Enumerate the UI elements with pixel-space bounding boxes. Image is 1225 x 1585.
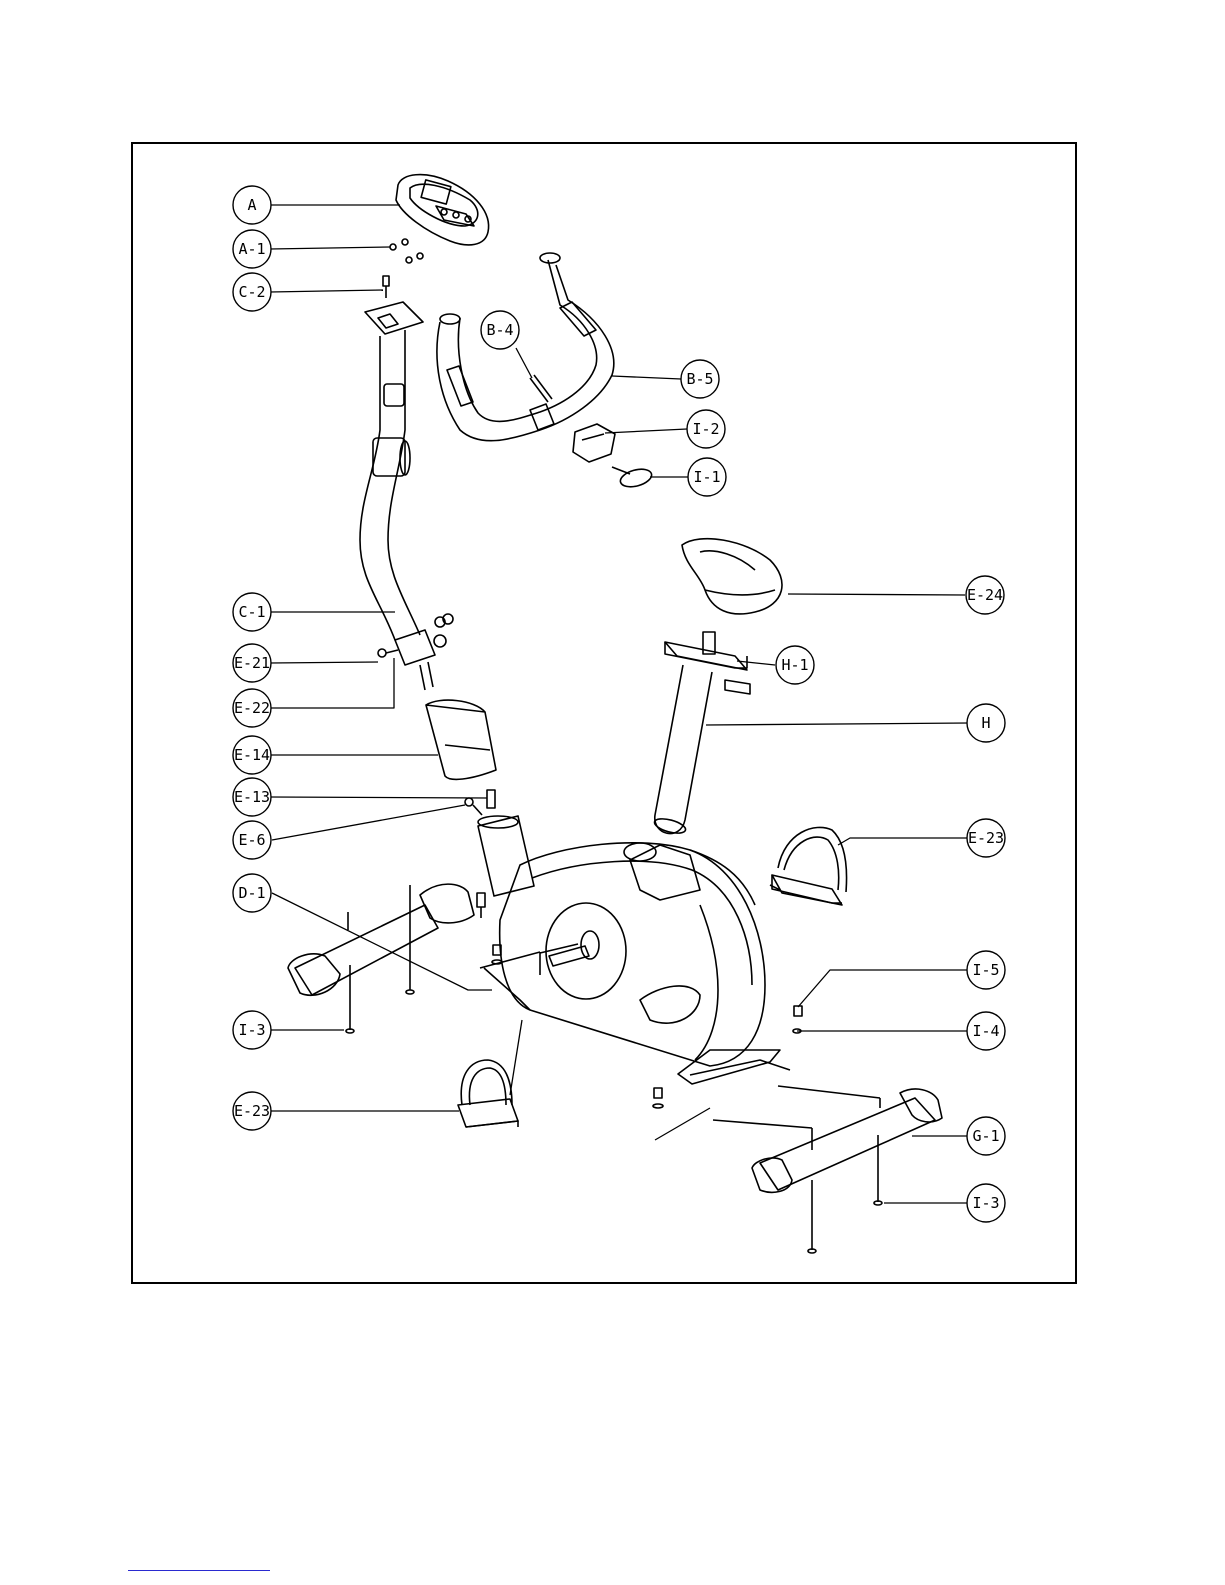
callout-e-24: E-24 — [966, 576, 1004, 614]
callout-label: I-5 — [972, 961, 999, 979]
mast-cover-part — [426, 700, 496, 779]
callout-label: E-6 — [238, 831, 265, 849]
callout-label: E-21 — [234, 654, 270, 672]
handlebar-part — [437, 253, 614, 441]
callout-g-1: G-1 — [967, 1117, 1005, 1155]
seat-post-part — [653, 632, 750, 836]
callout-e-23-left: E-23 — [233, 1092, 271, 1130]
console-part — [396, 175, 489, 245]
callout-label: E-23 — [968, 829, 1004, 847]
callout-i-4: I-4 — [967, 1012, 1005, 1050]
callout-label: C-1 — [238, 603, 265, 621]
callout-e-21: E-21 — [233, 644, 271, 682]
handlebar-knob — [612, 466, 654, 490]
tension-bolts — [465, 790, 495, 815]
callout-c-2: C-2 — [233, 273, 271, 311]
callout-label: E-13 — [234, 788, 270, 806]
callout-label: E-23 — [234, 1102, 270, 1120]
console-mast-part — [360, 302, 435, 690]
callout-e-22: E-22 — [233, 689, 271, 727]
callout-bubbles: A A-1C-2B-4B-5I-2I-1E-24C-1E-21 H-1E-22H E-… — [233, 186, 1005, 1222]
callout-label: C-2 — [238, 283, 265, 301]
rear-stabilizer-part — [713, 1086, 942, 1253]
callout-i-1: I-1 — [688, 458, 726, 496]
callout-i-5: I-5 — [967, 951, 1005, 989]
callout-h: H — [967, 704, 1005, 742]
callout-label: I-4 — [972, 1022, 999, 1040]
callout-label: I-3 — [972, 1194, 999, 1212]
footer-link-underline — [128, 1570, 270, 1571]
callout-i-3-right: I-3 — [967, 1184, 1005, 1222]
callout-label: I-3 — [238, 1021, 265, 1039]
main-frame-part — [478, 816, 790, 1084]
callout-label: I-1 — [693, 468, 720, 486]
callout-e-13: E-13 — [233, 778, 271, 816]
callout-e-23-right: E-23 — [967, 819, 1005, 857]
callout-label: I-2 — [692, 420, 719, 438]
callout-label: D-1 — [238, 884, 265, 902]
callout-h-1: H-1 — [776, 646, 814, 684]
callout-i-3-left: I-3 — [233, 1011, 271, 1049]
callout-label: H-1 — [781, 656, 808, 674]
front-stabilizer-part — [288, 884, 485, 1033]
left-pedal-part — [458, 1060, 518, 1127]
callout-label: E-22 — [234, 699, 270, 717]
bolt-c2 — [383, 276, 389, 298]
callout-label: A-1 — [238, 240, 265, 258]
callout-label: A — [247, 196, 256, 214]
screw-set-a1 — [390, 239, 423, 263]
mast-bracket-hardware — [378, 614, 453, 657]
callout-c-1: C-1 — [233, 593, 271, 631]
right-pedal-part — [770, 827, 847, 905]
seat-part — [682, 539, 782, 614]
callout-label: H — [981, 714, 990, 732]
callout-label: E-24 — [967, 586, 1003, 604]
callout-d-1: D-1 — [233, 874, 271, 912]
callout-b-5: B-5 — [681, 360, 719, 398]
callout-label: B-5 — [686, 370, 713, 388]
frame-bolts — [492, 945, 802, 1108]
callout-i-2: I-2 — [687, 410, 725, 448]
callout-a-1: A-1 — [233, 230, 271, 268]
callout-label: G-1 — [972, 1127, 999, 1145]
callout-label: E-14 — [234, 746, 270, 764]
callout-b-4: B-4 — [481, 311, 519, 349]
callout-e-14: E-14 — [233, 736, 271, 774]
handlebar-clamp — [573, 424, 615, 462]
callout-e-6: E-6 — [233, 821, 271, 859]
leader-lines — [270, 205, 970, 1203]
callout-label: B-4 — [486, 321, 513, 339]
pulse-sensor-wire — [530, 375, 552, 402]
callout-a: A — [233, 186, 271, 224]
